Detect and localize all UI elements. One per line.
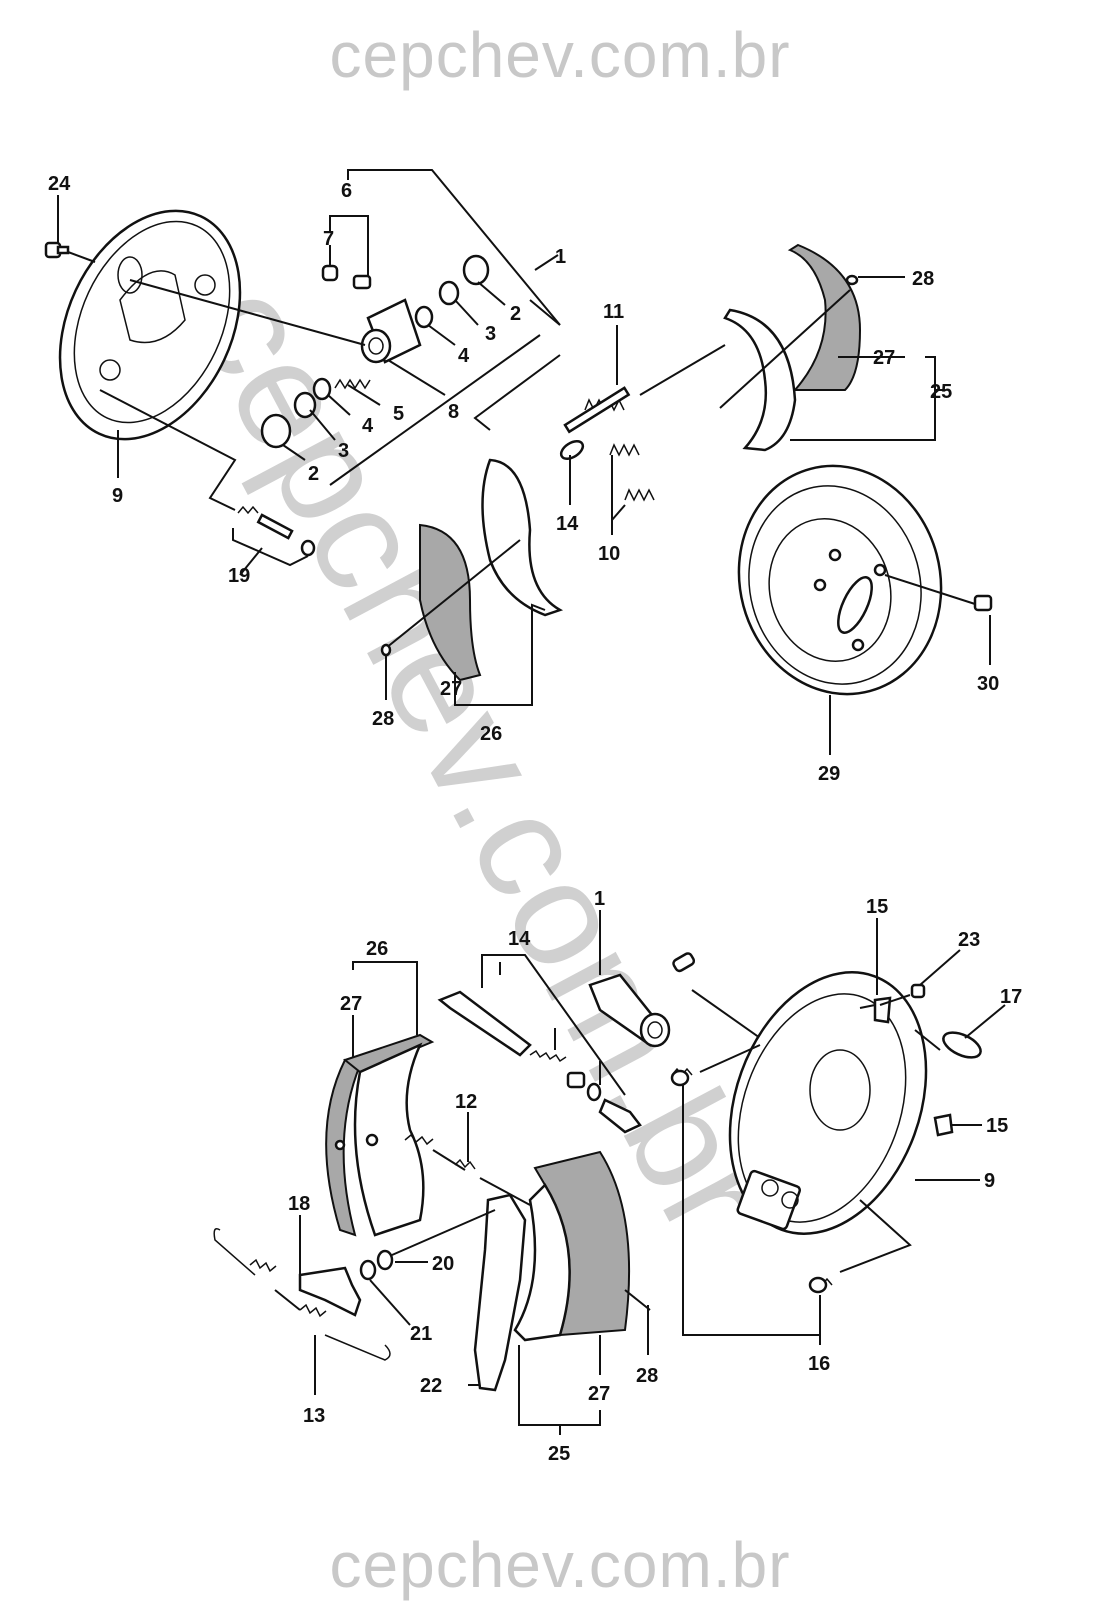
callout-3: 3 <box>338 440 349 462</box>
callout-4: 4 <box>458 345 470 367</box>
callout-27: 27 <box>588 1383 610 1405</box>
spring-12 <box>404 1112 531 1206</box>
clip-15-bottom <box>933 1113 982 1137</box>
callout-1: 1 <box>555 246 566 268</box>
wheel-cylinder-lower <box>588 910 771 1048</box>
wheel-cylinder-upper <box>129 254 490 449</box>
clip-15-top <box>859 918 892 1024</box>
pin-19 <box>99 389 316 576</box>
brake-shoe-26-lower <box>325 961 435 1237</box>
callout-14: 14 <box>556 513 579 535</box>
callout-10: 10 <box>598 543 620 565</box>
callout-30: 30 <box>977 673 999 695</box>
callout-17: 17 <box>1000 986 1022 1008</box>
callout-7: 7 <box>323 228 334 250</box>
callout-8: 8 <box>448 401 459 423</box>
callout-22: 22 <box>420 1375 442 1397</box>
callout-25: 25 <box>548 1443 570 1465</box>
callout-18: 18 <box>288 1193 310 1215</box>
callout-26: 26 <box>480 723 502 745</box>
callout-14: 14 <box>508 928 531 950</box>
bolt-23 <box>879 949 961 1006</box>
washers-20-21 <box>359 1209 496 1326</box>
callout-2: 2 <box>510 303 521 325</box>
callout-21: 21 <box>410 1323 432 1345</box>
diagonal-watermark: cepchev.com.br <box>162 256 802 1260</box>
bolt-30 <box>884 574 993 665</box>
callout-27: 27 <box>873 347 895 369</box>
callout-2: 2 <box>308 463 319 485</box>
brake-drum <box>737 464 943 755</box>
adjuster-14 <box>437 954 642 1134</box>
callout-11: 11 <box>603 301 624 323</box>
backing-plate-lower <box>728 971 980 1235</box>
callout-20: 20 <box>432 1253 454 1275</box>
springs-16 <box>670 1044 912 1345</box>
callout-27: 27 <box>340 993 362 1015</box>
callout-4: 4 <box>362 415 374 437</box>
springs-upper <box>559 325 726 535</box>
backing-plate-upper <box>58 209 242 441</box>
callout-27: 27 <box>440 678 462 700</box>
callout-23: 23 <box>958 929 980 951</box>
callout-25: 25 <box>930 381 952 403</box>
callout-6: 6 <box>341 180 352 202</box>
upper-assembly: 24 6 7 1 2 3 4 5 8 4 3 2 9 19 11 14 10 2… <box>44 169 999 785</box>
callout-12: 12 <box>455 1091 477 1113</box>
strut-18 <box>298 1215 362 1317</box>
watermark-bottom: cepchev.com.br <box>329 1529 791 1601</box>
lower-assembly: 26 27 14 1 15 23 17 15 9 12 18 20 21 13 … <box>213 888 1022 1465</box>
brake-shoe-25 <box>719 243 945 452</box>
callout-26: 26 <box>366 938 388 960</box>
callout-28: 28 <box>636 1365 658 1387</box>
callout-19: 19 <box>228 565 250 587</box>
callout-28: 28 <box>912 268 934 290</box>
plug-17 <box>914 1004 1006 1059</box>
callout-3: 3 <box>485 323 496 345</box>
callout-1: 1 <box>594 888 605 910</box>
brake-shoe-26 <box>380 458 564 706</box>
callout-28: 28 <box>372 708 394 730</box>
callout-5: 5 <box>393 403 404 425</box>
callout-29: 29 <box>818 763 840 785</box>
parking-lever-22 <box>468 1193 527 1392</box>
spring-13 <box>213 1228 391 1395</box>
brake-shoe-25-lower <box>513 1150 651 1435</box>
callout-15: 15 <box>866 896 888 918</box>
callout-24: 24 <box>48 173 71 195</box>
callout-9: 9 <box>984 1170 995 1192</box>
callout-15: 15 <box>986 1115 1008 1137</box>
callout-9: 9 <box>112 485 123 507</box>
callout-16: 16 <box>808 1353 830 1375</box>
watermark-top: cepchev.com.br <box>329 19 791 91</box>
bolt-24 <box>44 195 96 263</box>
callout-13: 13 <box>303 1405 325 1427</box>
